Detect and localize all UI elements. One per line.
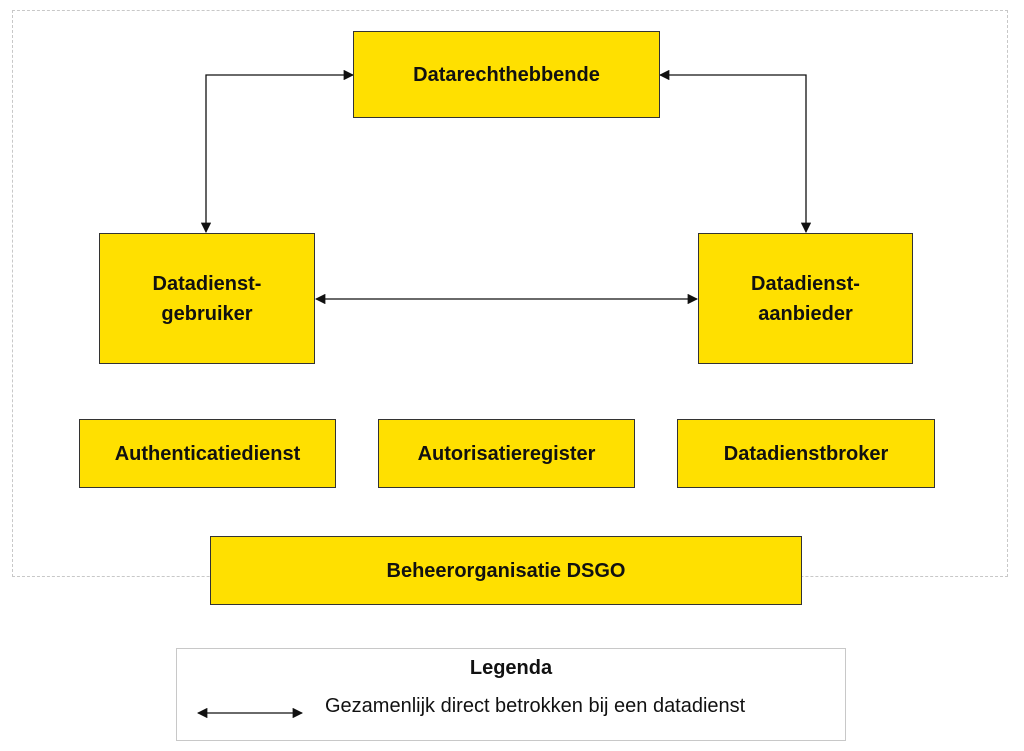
node-beheerorganisatie: Beheerorganisatie DSGO [210,536,802,605]
legend-item-label: Gezamenlijk direct betrokken bij een dat… [325,695,746,717]
node-label: Datadienstbroker [723,442,889,465]
node-label: Datadienst- gebruiker [152,272,262,325]
node-label: Datarechthebbende [413,63,600,86]
node-datarechthebbende: Datarechthebbende [353,31,660,118]
node-datadienstbroker: Datadienstbroker [677,419,935,488]
legend-title: Legenda [469,657,553,679]
node-autorisatieregister: Autorisatieregister [378,419,635,488]
node-label: Datadienst- aanbieder [751,272,860,325]
node-datadienst-aanbieder: Datadienst- aanbieder [698,233,913,364]
node-label: Authenticatiedienst [114,442,301,465]
bidirectional-arrow-icon [196,707,304,719]
node-datadienst-gebruiker: Datadienst- gebruiker [99,233,315,364]
node-label: Beheerorganisatie DSGO [386,559,626,582]
node-authenticatiedienst: Authenticatiedienst [79,419,336,488]
legend: Legenda Gezamenlijk direct betrokken bij… [176,648,846,741]
node-label: Autorisatieregister [417,442,596,465]
